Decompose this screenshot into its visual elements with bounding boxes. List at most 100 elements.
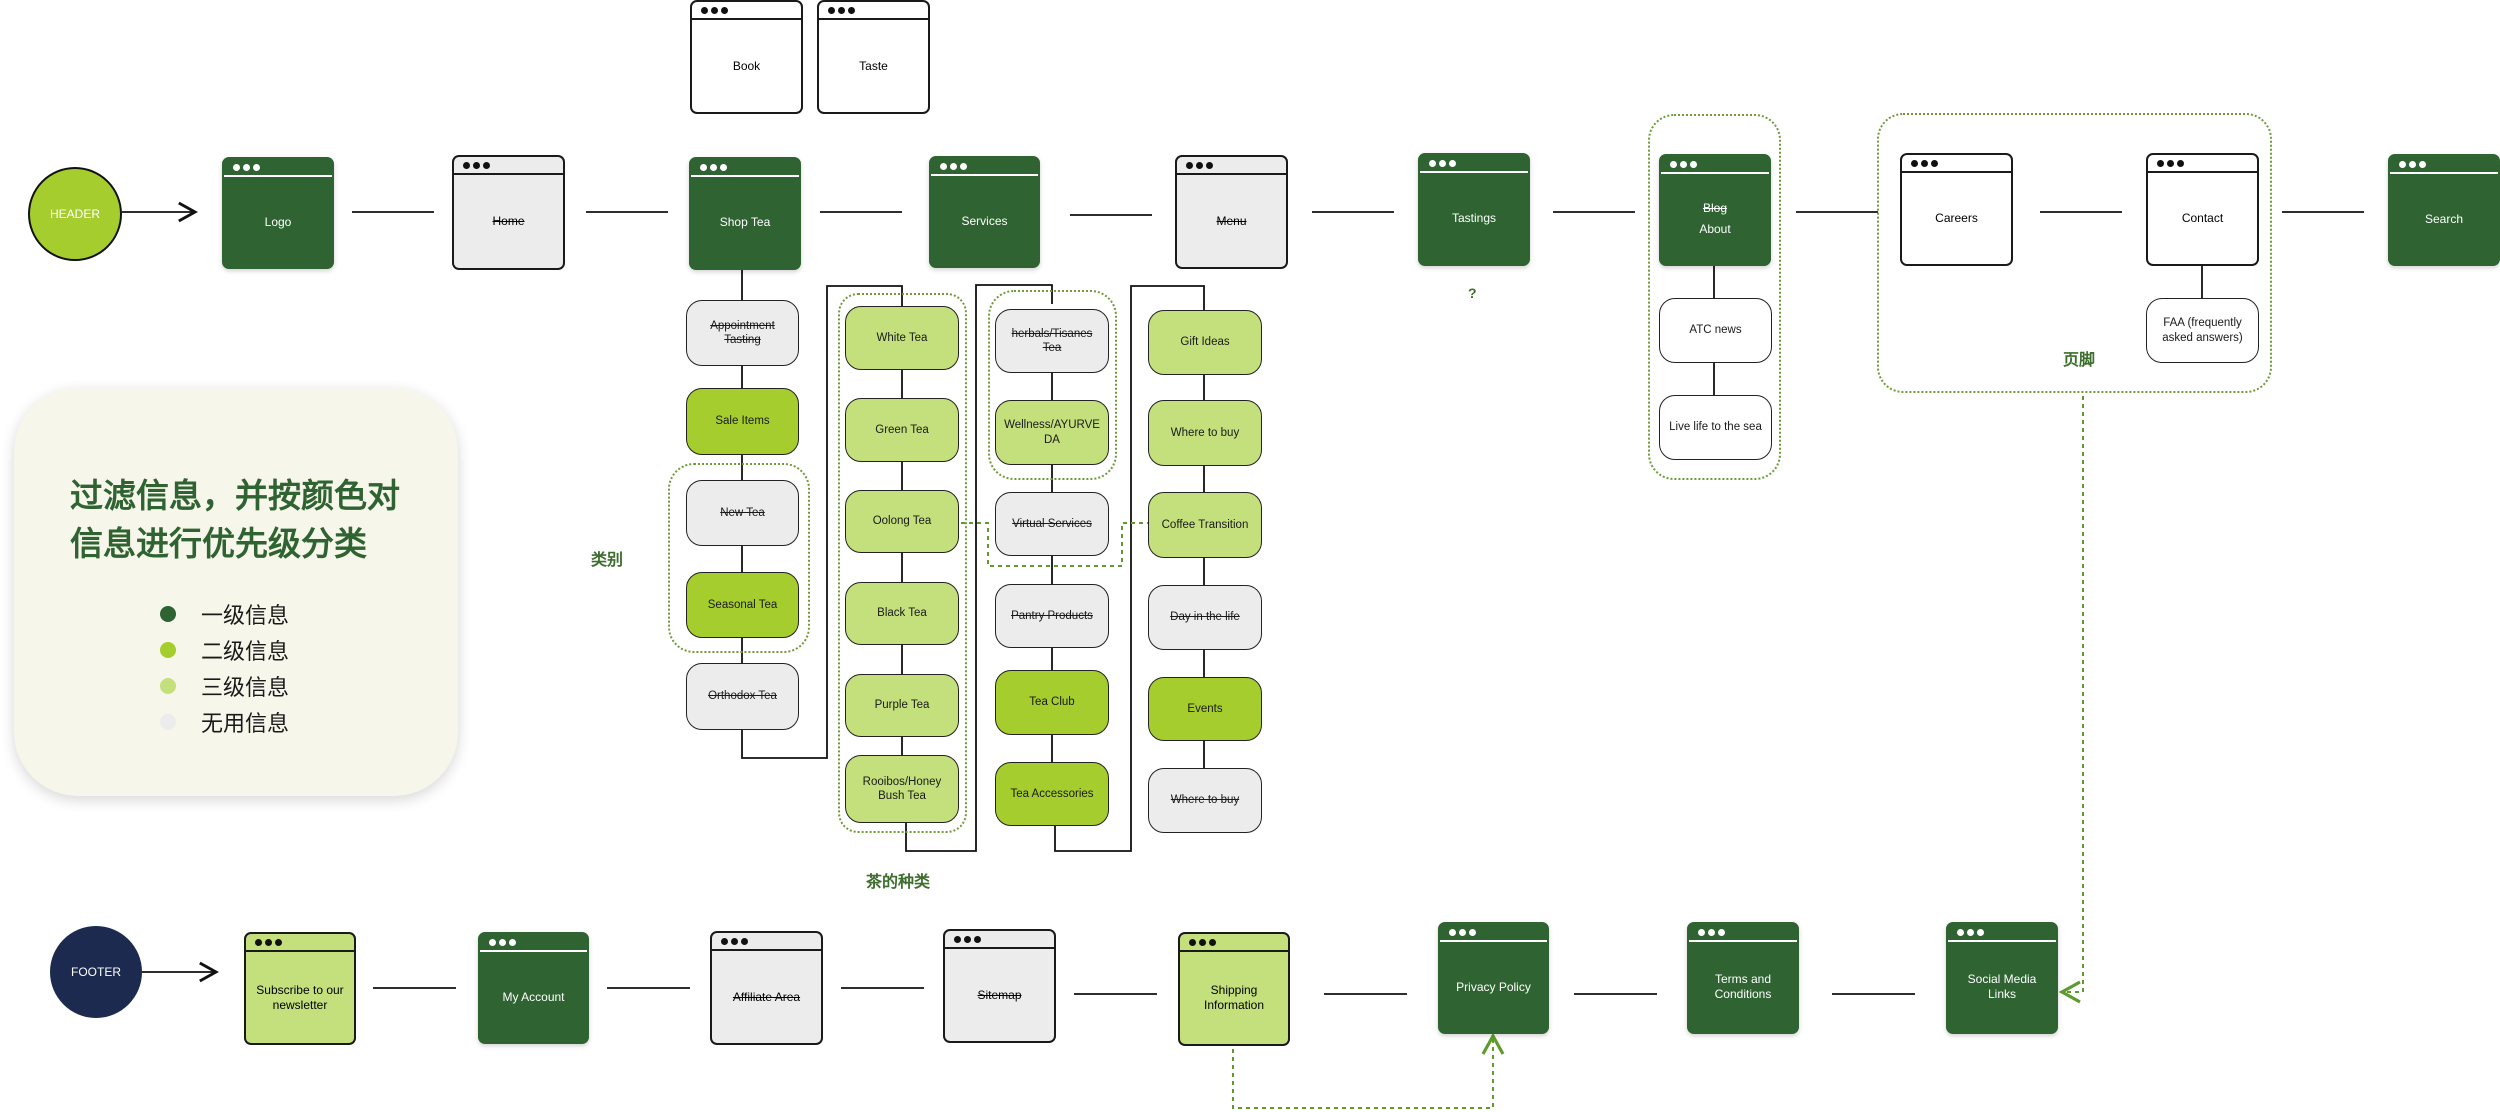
window-bar bbox=[1177, 157, 1286, 175]
menu-label: Menu bbox=[1216, 213, 1247, 228]
shop-tea-page[interactable]: Shop Tea bbox=[689, 157, 801, 270]
services-page[interactable]: Services bbox=[929, 156, 1040, 268]
live-life-label: Live life to the sea bbox=[1669, 421, 1762, 434]
where-to-buy-node[interactable]: Where to buy bbox=[1148, 400, 1262, 466]
social-label: Social Media Links bbox=[1967, 972, 2037, 1001]
shipping-label: Shipping Information bbox=[1203, 983, 1265, 1012]
window-bar bbox=[224, 159, 332, 177]
affiliate-page[interactable]: Affiliate Area bbox=[710, 931, 823, 1045]
search-page[interactable]: Search bbox=[2388, 154, 2500, 266]
pantry-products-label: Pantry Products bbox=[1011, 609, 1093, 622]
logo-label: Logo bbox=[264, 214, 292, 229]
my-account-label: My Account bbox=[502, 989, 565, 1004]
window-bar bbox=[712, 933, 821, 951]
my-account-page[interactable]: My Account bbox=[478, 932, 589, 1044]
about-label: About bbox=[1699, 222, 1731, 236]
appointment-tasting-node[interactable]: Appointment Tasting bbox=[686, 300, 799, 366]
window-bar bbox=[480, 934, 587, 952]
new-tea-node[interactable]: New Tea bbox=[686, 480, 799, 546]
atc-news-node[interactable]: ATC news bbox=[1659, 298, 1772, 363]
live-life-node[interactable]: Live life to the sea bbox=[1659, 395, 1772, 460]
about-group-outline bbox=[1648, 114, 1781, 480]
day-in-life-node[interactable]: Day in the life bbox=[1148, 585, 1262, 650]
tastings-question-note: ? bbox=[1468, 285, 1477, 301]
seasonal-tea-label: Seasonal Tea bbox=[707, 598, 778, 611]
where-to-buy-2-node[interactable]: Where to buy bbox=[1148, 768, 1262, 833]
coffee-transition-node[interactable]: Coffee Transition bbox=[1148, 492, 1262, 558]
logo-page[interactable]: Logo bbox=[222, 157, 334, 269]
home-label: Home bbox=[492, 214, 525, 228]
window-bar bbox=[2390, 156, 2498, 174]
sale-items-node[interactable]: Sale Items bbox=[686, 388, 799, 455]
tastings-page[interactable]: Tastings bbox=[1418, 153, 1530, 266]
legend-item: 三级信息 bbox=[160, 670, 289, 702]
rooibos-tea-node[interactable]: Rooibos/Honey Bush Tea bbox=[845, 755, 959, 823]
blog-about-page[interactable]: Blog About bbox=[1659, 154, 1771, 266]
new-tea-label: New Tea bbox=[720, 506, 765, 519]
subscribe-page[interactable]: Subscribe to our newsletter bbox=[244, 932, 356, 1045]
taste-page[interactable]: Taste bbox=[817, 0, 930, 114]
events-node[interactable]: Events bbox=[1148, 677, 1262, 741]
legend-item-label: 二级信息 bbox=[201, 639, 290, 664]
black-tea-node[interactable]: Black Tea bbox=[845, 582, 959, 645]
coffee-transition-label: Coffee Transition bbox=[1161, 518, 1249, 531]
careers-page[interactable]: Careers bbox=[1900, 153, 2013, 266]
window-bar bbox=[931, 158, 1038, 176]
category-label: 类别 bbox=[591, 552, 624, 569]
footer-group-outline bbox=[1877, 113, 2272, 393]
menu-page[interactable]: Menu bbox=[1175, 155, 1288, 269]
terms-label: Terms and Conditions bbox=[1714, 972, 1772, 1001]
contact-label: Contact bbox=[2181, 211, 2224, 225]
book-page[interactable]: Book bbox=[690, 0, 803, 114]
taste-label: Taste bbox=[859, 58, 888, 73]
home-page[interactable]: Home bbox=[452, 155, 565, 270]
sitemap-page[interactable]: Sitemap bbox=[943, 929, 1056, 1043]
rooibos-tea-label: Rooibos/Honey Bush Tea bbox=[862, 775, 942, 802]
sale-items-label: Sale Items bbox=[715, 415, 770, 428]
tea-accessories-label: Tea Accessories bbox=[1010, 787, 1094, 800]
sitemap-label: Sitemap bbox=[977, 987, 1022, 1002]
window-bar bbox=[692, 2, 801, 20]
window-bar bbox=[1902, 155, 2011, 173]
window-bar bbox=[454, 157, 563, 175]
legend-item: 二级信息 bbox=[160, 634, 289, 666]
contact-page[interactable]: Contact bbox=[2146, 153, 2259, 266]
footer-label: FOOTER bbox=[71, 965, 121, 979]
tea-club-node[interactable]: Tea Club bbox=[995, 670, 1109, 735]
terms-page[interactable]: Terms and Conditions bbox=[1687, 922, 1799, 1034]
faa-node[interactable]: FAA (frequently asked answers) bbox=[2146, 298, 2259, 363]
green-tea-node[interactable]: Green Tea bbox=[845, 398, 959, 462]
search-label: Search bbox=[2424, 211, 2464, 226]
herbals-label: herbals/Tisanes Tea bbox=[1011, 327, 1093, 354]
privacy-page[interactable]: Privacy Policy bbox=[1438, 922, 1549, 1034]
tea-kinds-label: 茶的种类 bbox=[866, 874, 931, 891]
wellness-label: Wellness/AYURVEDA bbox=[1004, 419, 1100, 446]
green-tea-label: Green Tea bbox=[875, 423, 929, 436]
white-tea-label: White Tea bbox=[876, 331, 928, 344]
tea-accessories-node[interactable]: Tea Accessories bbox=[995, 762, 1109, 826]
seasonal-tea-node[interactable]: Seasonal Tea bbox=[686, 572, 799, 638]
social-page[interactable]: Social Media Links bbox=[1946, 922, 2058, 1034]
blog-label: Blog bbox=[1702, 201, 1728, 215]
virtual-services-node[interactable]: Virtual Services bbox=[995, 492, 1109, 556]
legend-item-label: 无用信息 bbox=[201, 711, 290, 736]
white-tea-node[interactable]: White Tea bbox=[845, 306, 959, 370]
gift-ideas-node[interactable]: Gift Ideas bbox=[1148, 310, 1262, 375]
shipping-page[interactable]: Shipping Information bbox=[1178, 932, 1290, 1046]
pantry-products-node[interactable]: Pantry Products bbox=[995, 584, 1109, 648]
affiliate-label: Affiliate Area bbox=[732, 989, 801, 1004]
wellness-node[interactable]: Wellness/AYURVEDA bbox=[995, 400, 1109, 465]
privacy-label: Privacy Policy bbox=[1456, 979, 1531, 994]
header-label: HEADER bbox=[49, 207, 100, 221]
appointment-tasting-label: Appointment Tasting bbox=[710, 319, 775, 346]
level3-dot-icon bbox=[160, 678, 176, 694]
orthodox-tea-node[interactable]: Orthodox Tea bbox=[686, 663, 799, 730]
purple-tea-node[interactable]: Purple Tea bbox=[845, 674, 959, 737]
window-bar bbox=[1180, 934, 1288, 952]
window-bar bbox=[1689, 924, 1797, 942]
herbals-node[interactable]: herbals/Tisanes Tea bbox=[995, 309, 1109, 373]
where-to-buy-label: Where to buy bbox=[1170, 426, 1240, 439]
tea-club-label: Tea Club bbox=[1029, 696, 1075, 709]
oolong-tea-node[interactable]: Oolong Tea bbox=[845, 490, 959, 553]
